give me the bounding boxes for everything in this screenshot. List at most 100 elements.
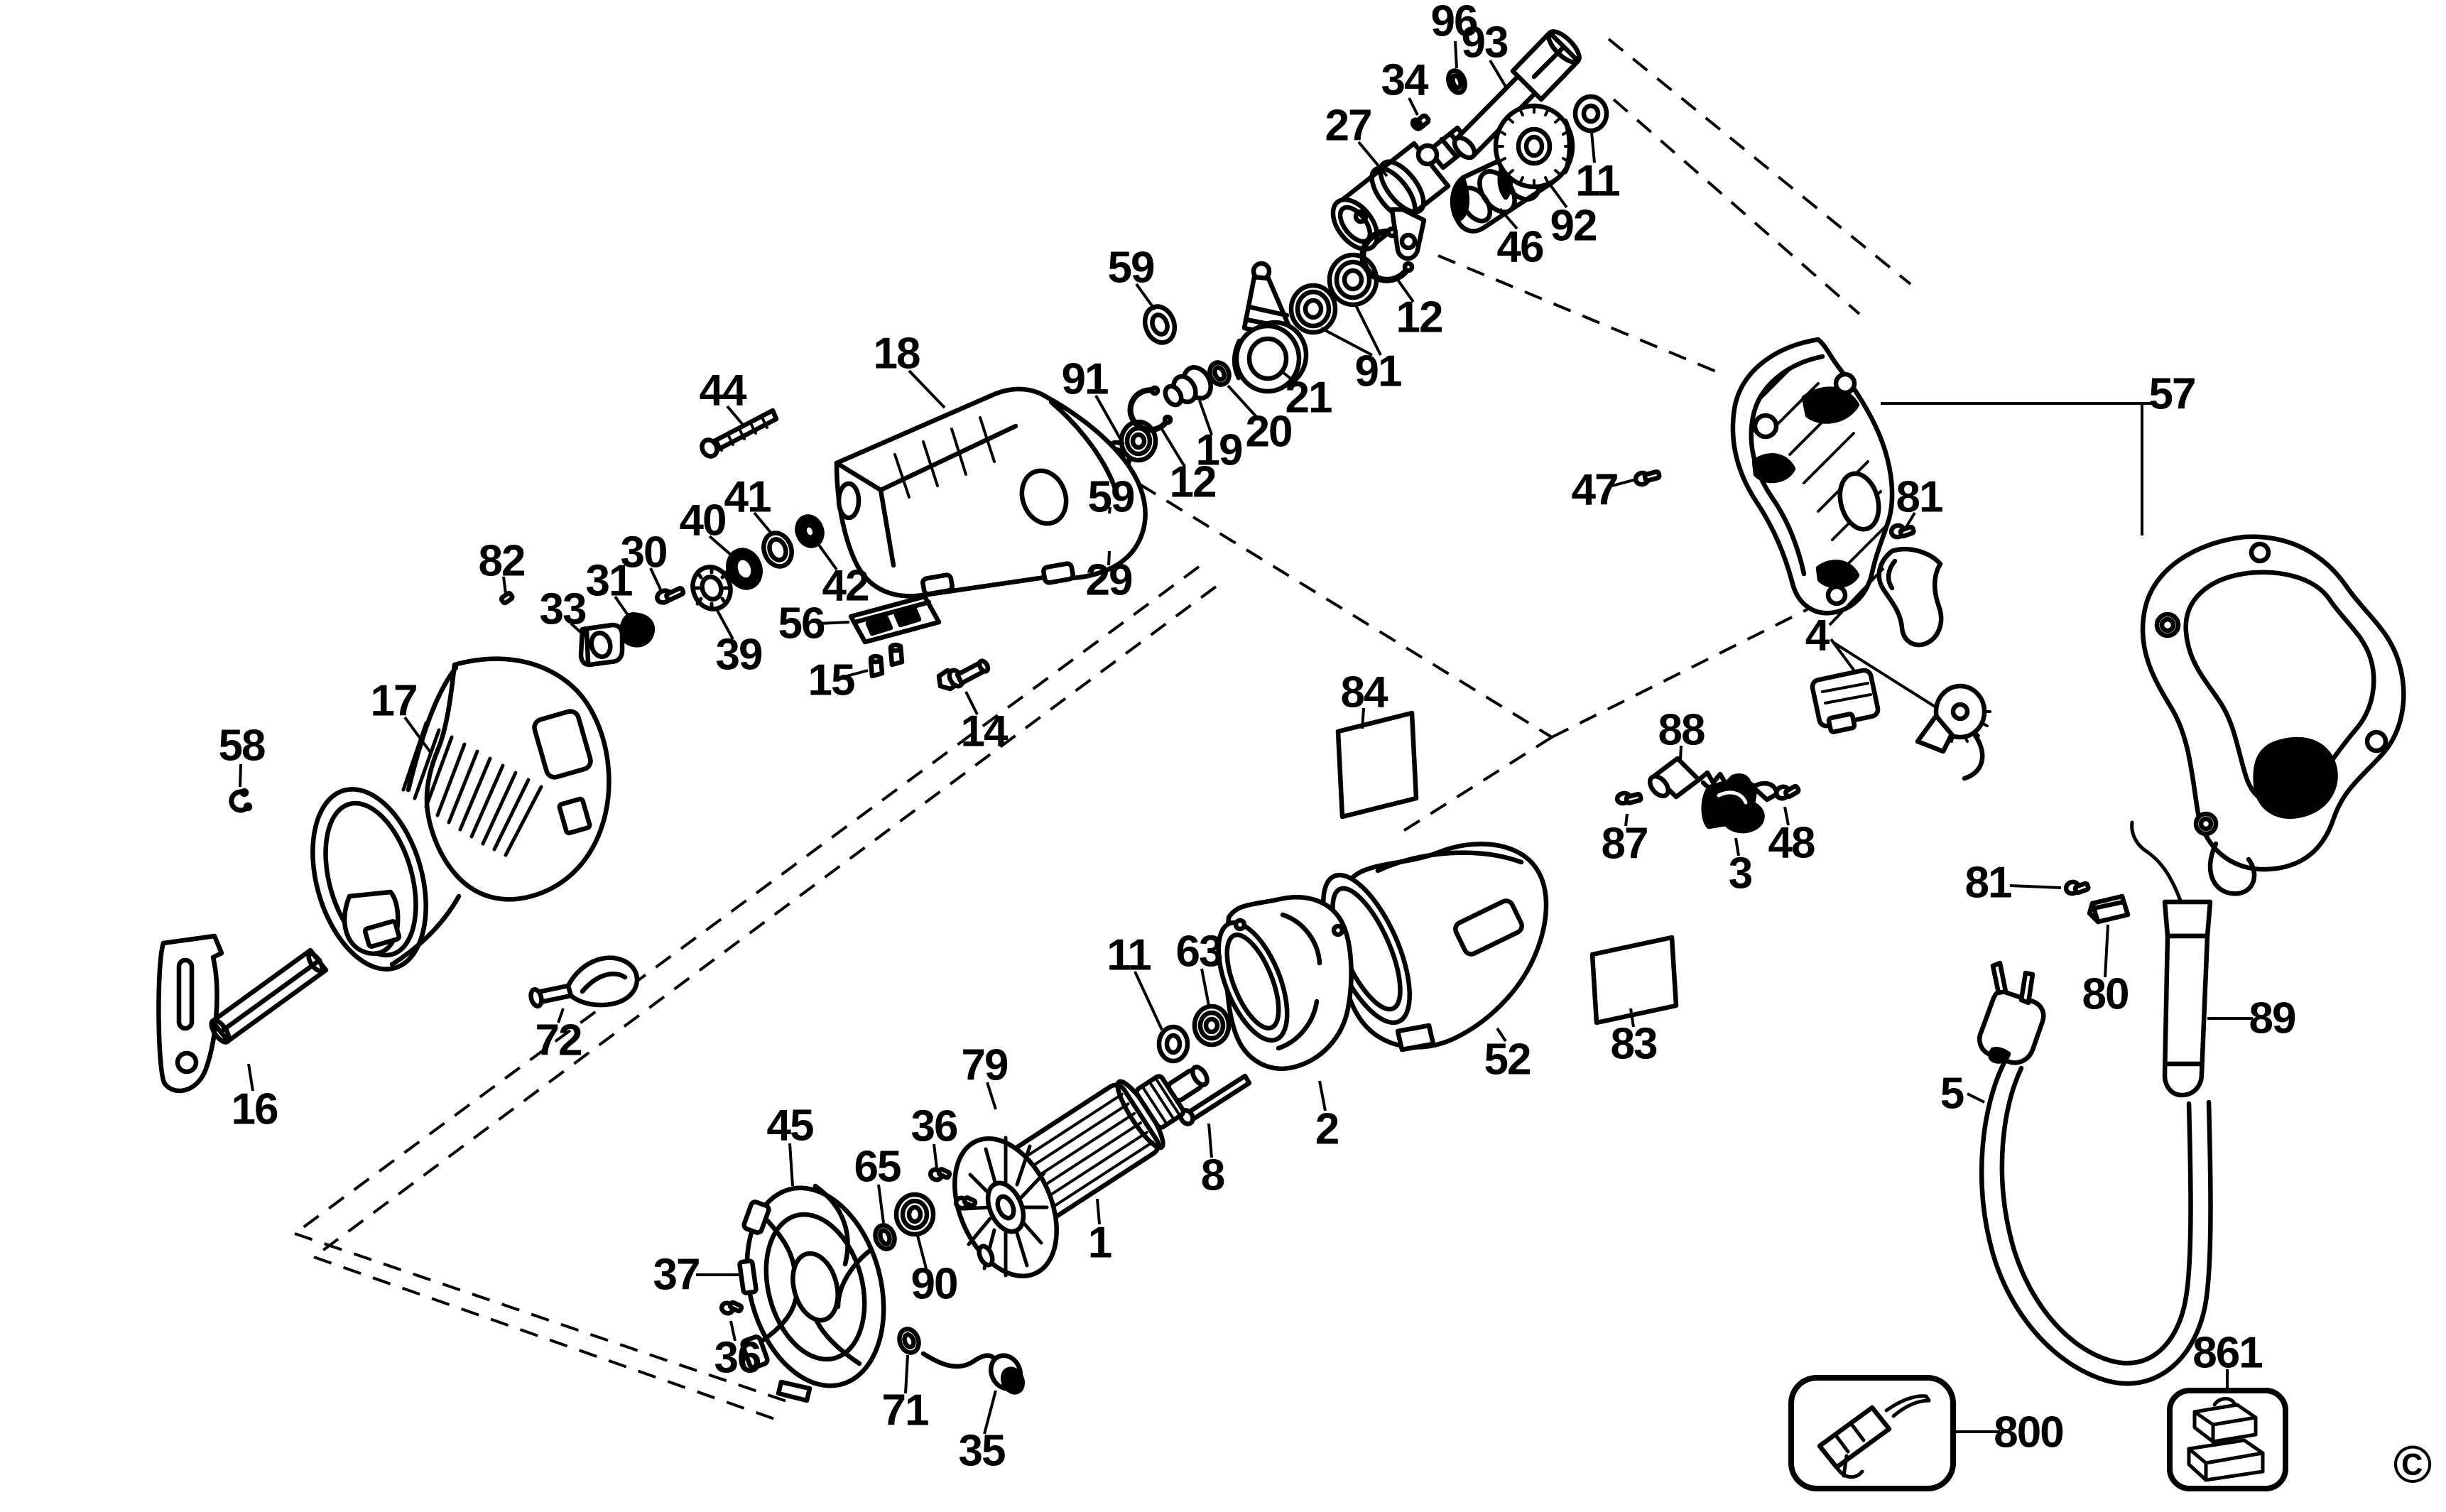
part-label-84 bbox=[1335, 710, 1419, 820]
leader-line bbox=[1832, 641, 1937, 709]
leader-line bbox=[1134, 971, 1163, 1030]
part-number-label: 34 bbox=[1381, 56, 1429, 105]
part-number-label: 65 bbox=[854, 1143, 901, 1192]
part-oring-19 bbox=[1207, 360, 1232, 387]
callout-14-29: 14 bbox=[961, 691, 1010, 756]
callout-93-1: 93 bbox=[1462, 18, 1509, 88]
part-number-label: 861 bbox=[2192, 1329, 2262, 1378]
leader-line bbox=[1361, 707, 1365, 729]
callout-52-43: 52 bbox=[1484, 1027, 1531, 1084]
part-screw-30 bbox=[655, 586, 686, 605]
part-number-label: 15 bbox=[808, 656, 854, 705]
part-number-label: 42 bbox=[822, 562, 869, 611]
callout-35-58: 35 bbox=[959, 1390, 1006, 1476]
part-number-label: 8 bbox=[1201, 1151, 1224, 1200]
part-number-label: 84 bbox=[1341, 668, 1388, 717]
leader-line bbox=[1679, 745, 1683, 761]
callout-29-16: 29 bbox=[1086, 550, 1134, 605]
leader-line bbox=[1318, 1080, 1327, 1111]
part-number-label: 71 bbox=[882, 1386, 928, 1435]
callout-34-2: 34 bbox=[1381, 56, 1430, 116]
part-bearing-91a bbox=[1288, 283, 1338, 335]
leader-line bbox=[846, 669, 869, 678]
callout-16-32: 16 bbox=[232, 1063, 279, 1134]
part-bearing-91b bbox=[1327, 252, 1379, 308]
leader-line bbox=[239, 763, 242, 788]
callout-18-17: 18 bbox=[874, 330, 946, 409]
leader-line bbox=[247, 1063, 254, 1092]
callout-65-55: 65 bbox=[854, 1143, 902, 1224]
part-number-label: 2 bbox=[1315, 1105, 1338, 1154]
leader-line bbox=[1828, 567, 1885, 626]
part-number-label: 20 bbox=[1246, 408, 1292, 457]
part-oring-96 bbox=[1446, 68, 1467, 95]
part-number-label: 800 bbox=[1994, 1408, 2062, 1457]
part-number-label: 59 bbox=[1088, 473, 1134, 522]
callout-83-44: 83 bbox=[1611, 1008, 1658, 1069]
leader-line bbox=[904, 1354, 909, 1394]
callout-87-36: 87 bbox=[1602, 813, 1648, 869]
part-shaft-93 bbox=[1452, 29, 1582, 161]
part-clamshell-57-left bbox=[1730, 337, 1895, 616]
leader-line bbox=[986, 1082, 997, 1110]
part-screw-81-lower bbox=[2063, 879, 2091, 896]
leader-line bbox=[1320, 327, 1373, 357]
callout-12-13: 12 bbox=[1159, 425, 1217, 507]
part-cone-bushing-20 bbox=[1163, 365, 1213, 408]
leader-line bbox=[570, 622, 587, 638]
leader-line bbox=[1489, 59, 1507, 88]
leader-line bbox=[877, 1184, 885, 1224]
part-number-label: 72 bbox=[536, 1016, 582, 1065]
callout-59-15: 59 bbox=[1088, 473, 1136, 522]
leader-line bbox=[502, 576, 507, 594]
part-fan-79 bbox=[952, 1136, 1059, 1278]
part-switch-module-4 bbox=[1810, 668, 1881, 734]
part-washer-11-mid bbox=[1156, 1024, 1190, 1064]
part-number-label: 81 bbox=[1896, 473, 1942, 522]
callout-47-39: 47 bbox=[1572, 466, 1634, 515]
part-number-label: 82 bbox=[479, 537, 525, 586]
part-number-label: 11 bbox=[1575, 157, 1619, 206]
part-field-2 bbox=[1216, 895, 1354, 1071]
callout-17-30: 17 bbox=[371, 677, 433, 756]
part-number-label: 40 bbox=[680, 496, 726, 545]
part-cord-guard-89 bbox=[2130, 820, 2213, 1098]
part-pin-82 bbox=[499, 591, 515, 606]
leader-line bbox=[817, 621, 850, 625]
part-number-label: 1 bbox=[1088, 1219, 1111, 1268]
leader-line bbox=[2009, 884, 2062, 889]
callout-91-8: 91 bbox=[1320, 303, 1403, 396]
callout-3-37: 3 bbox=[1729, 837, 1754, 898]
callout-63-47: 63 bbox=[1176, 928, 1224, 1006]
part-felt-washer-40 bbox=[726, 548, 763, 590]
part-clamp-plate-56 bbox=[848, 594, 942, 645]
callout-36-53: 36 bbox=[714, 1320, 762, 1383]
leader-line bbox=[557, 1008, 565, 1023]
leader-line bbox=[933, 1143, 938, 1169]
part-endcap-45 bbox=[740, 1183, 886, 1403]
leader-line bbox=[1629, 1008, 1635, 1028]
callout-46-4: 46 bbox=[1497, 207, 1545, 272]
part-number-label: 19 bbox=[1196, 426, 1242, 475]
leader-line bbox=[964, 691, 979, 715]
part-pin-34 bbox=[1410, 113, 1431, 131]
part-boot-17 bbox=[310, 656, 612, 972]
part-gearbox-18 bbox=[834, 386, 1148, 599]
callout-41-19: 41 bbox=[724, 473, 773, 535]
callout-44-18: 44 bbox=[700, 366, 749, 426]
leader-line bbox=[1135, 283, 1156, 311]
part-number-label: 56 bbox=[778, 599, 825, 648]
callout-92-5: 92 bbox=[1548, 182, 1597, 251]
callout-42-26: 42 bbox=[817, 543, 869, 611]
callout-40-20: 40 bbox=[680, 496, 733, 557]
part-bolt-14 bbox=[936, 658, 991, 692]
part-cord-clamp-80 bbox=[2087, 893, 2131, 925]
leader-line bbox=[1227, 384, 1259, 419]
part-number-label: 59 bbox=[1108, 244, 1154, 293]
leader-line bbox=[1590, 131, 1596, 163]
part-number-label: 37 bbox=[653, 1251, 700, 1300]
callout-36-54: 36 bbox=[911, 1102, 959, 1169]
callout-45-51: 45 bbox=[767, 1102, 815, 1187]
leader-line bbox=[1357, 141, 1388, 178]
part-screw-44 bbox=[700, 408, 779, 459]
